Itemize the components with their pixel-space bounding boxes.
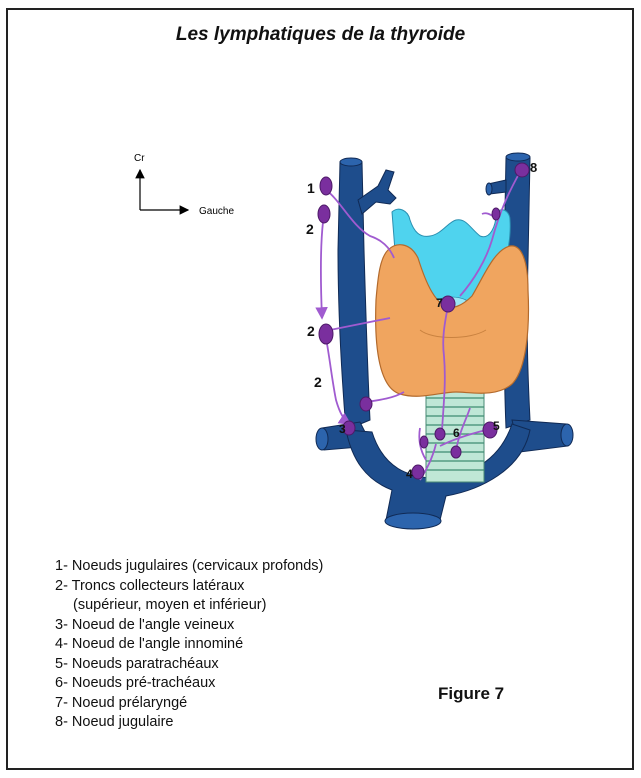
legend-item-6: 6- Noeuds pré-trachéaux	[55, 674, 323, 694]
node-lateral-trunk-middle	[319, 324, 333, 344]
marker-8: 8	[530, 160, 537, 175]
node-jugular-left-small	[492, 208, 500, 220]
marker-4: 4	[406, 467, 413, 481]
node-pretracheal-a	[435, 428, 445, 440]
marker-2-middle: 2	[307, 323, 315, 339]
legend-item-1: 1- Noeuds jugulaires (cervicaux profonds…	[55, 557, 323, 577]
legend-item-5: 5- Noeuds paratrachéaux	[55, 655, 323, 675]
legend-item-2: 2- Troncs collecteurs latéraux	[55, 577, 323, 597]
orientation-axes: Cr Gauche	[134, 153, 234, 217]
legend: 1- Noeuds jugulaires (cervicaux profonds…	[55, 557, 323, 733]
axis-label-cr: Cr	[134, 153, 145, 164]
node-jugular-1	[320, 177, 332, 195]
marker-2-lower: 2	[314, 374, 322, 390]
node-lateral-trunk-lower	[360, 397, 372, 411]
legend-item-4: 4- Noeud de l'angle innominé	[55, 635, 323, 655]
marker-7: 7	[436, 296, 443, 310]
node-pretracheal-c	[420, 436, 428, 448]
node-lateral-trunk-upper	[318, 205, 330, 223]
facial-vein-branch	[358, 170, 396, 214]
legend-item-2-detail: (supérieur, moyen et inférieur)	[55, 596, 323, 616]
marker-2-upper: 2	[306, 221, 314, 237]
node-prelaryngeal	[441, 296, 455, 312]
node-jugular-8	[515, 163, 529, 177]
marker-1: 1	[307, 180, 315, 196]
legend-item-3: 3- Noeud de l'angle veineux	[55, 616, 323, 636]
node-pretracheal-b	[451, 446, 461, 458]
node-innominate-angle	[412, 465, 424, 479]
marker-6: 6	[453, 426, 460, 440]
axis-label-gauche: Gauche	[199, 206, 234, 217]
legend-item-8: 8- Noeud jugulaire	[55, 713, 323, 733]
figure-label: Figure 7	[438, 684, 504, 704]
marker-3: 3	[339, 422, 346, 436]
legend-item-7: 7- Noeud prélaryngé	[55, 694, 323, 714]
marker-5: 5	[493, 419, 500, 433]
